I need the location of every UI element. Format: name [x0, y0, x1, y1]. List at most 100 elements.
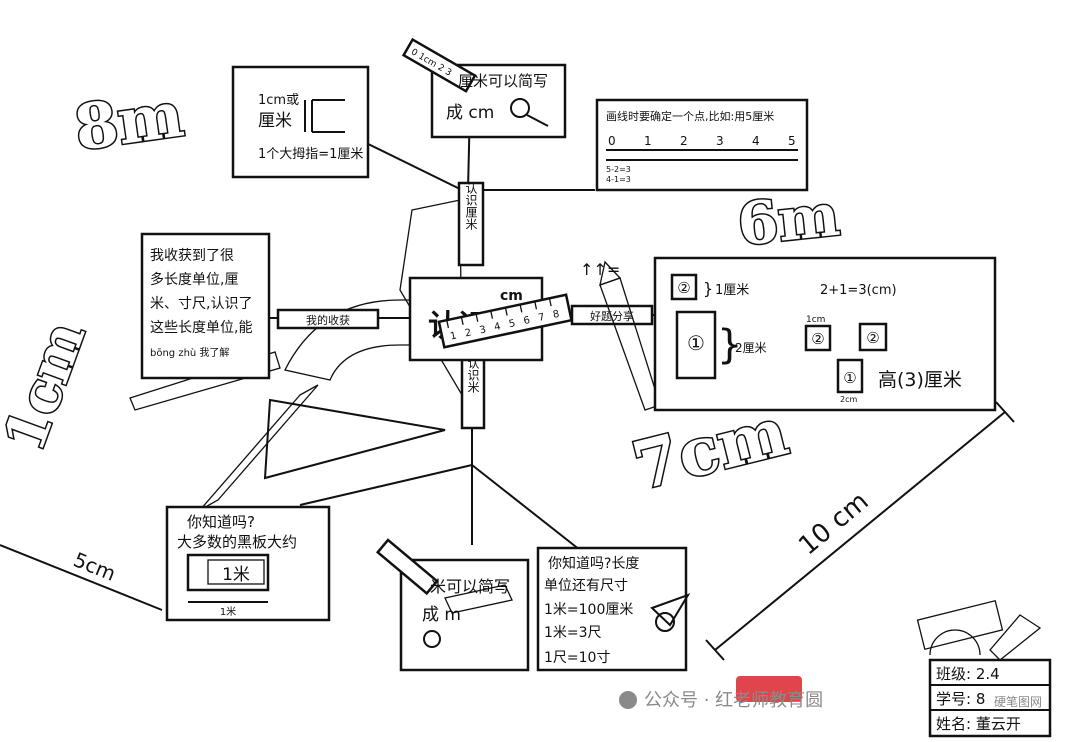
- magnifier-handle: [526, 114, 549, 127]
- set-square-icon: [650, 593, 691, 627]
- box-left-line: 我收获到了很: [150, 248, 234, 264]
- wechat-icon: [619, 691, 637, 709]
- brace-2: }: [717, 322, 742, 368]
- box-right-answer: 高(3)厘米: [878, 369, 962, 391]
- branch-right-group: 好题分享: [570, 304, 654, 326]
- tick-10cm-b: [995, 401, 1015, 423]
- box-bottom-right: 你知道吗?长度 单位还有尺寸 1米=100厘米 1米=3尺 1尺=10寸: [536, 546, 691, 672]
- box-bottom-mid: 米可以简写 成 m: [375, 538, 530, 672]
- center-ruler-number: 7: [537, 312, 546, 324]
- box-right-top-label: 1厘米: [715, 283, 749, 298]
- watermark: 公众号 · 红老师教育圆 硬笔图网: [619, 690, 1042, 711]
- box-right-circle1-small: ①: [843, 369, 856, 387]
- box-top-left-line1: 1cm或: [258, 93, 299, 108]
- box-bottom-right-line5: 1尺=10寸: [544, 650, 610, 666]
- brace-1: }: [703, 279, 713, 298]
- box-top-mid: 0 1cm 2 3 厘米可以简写 成 cm: [401, 37, 567, 139]
- box-top-right-note2: 4-1=3: [606, 175, 631, 184]
- branch-top-label: 认识厘米: [464, 182, 478, 230]
- branch-left-group: 我的收获: [276, 308, 380, 330]
- box-right-equation: 2+1=3(cm): [820, 283, 897, 298]
- branch-left-label: 我的收获: [306, 313, 350, 327]
- tick-10cm-a: [705, 639, 725, 661]
- branch-left-box: [276, 308, 380, 330]
- line-5cm: [0, 544, 163, 611]
- info-card: 班级: 2.4 学号: 8 姓名: 董云开: [916, 599, 1052, 738]
- box-left-line: 多长度单位,厘: [150, 271, 238, 288]
- center-ruler-tick: [534, 301, 538, 310]
- box-bottom-left-line1: 你知道吗?: [187, 513, 255, 531]
- info-card-ruler: [916, 599, 1004, 651]
- box-top-left-bracket: [304, 99, 345, 133]
- watermark-text: 公众号 · 红老师教育圆: [644, 690, 823, 711]
- triangle-ruler-decoration: [263, 398, 446, 480]
- box-top-right-tick-label: 5: [788, 134, 796, 148]
- center-ruler-number: 3: [479, 324, 488, 336]
- box-top-left: 1cm或 厘米 1个大拇指=1厘米: [231, 65, 370, 179]
- center-ruler-number: 6: [523, 315, 532, 327]
- box-right-circle2-right: ②: [866, 329, 879, 347]
- box-top-right-title: 画线时要确定一个点,比如:用5厘米: [606, 109, 774, 123]
- box-bottom-right-line4: 1米=3尺: [544, 625, 602, 641]
- pencil-decoration: ↑↑=: [580, 260, 661, 411]
- pencil-marks: ↑↑=: [580, 260, 620, 279]
- info-card-number: 学号: 8: [936, 690, 985, 708]
- center-ruler-tick: [548, 298, 552, 307]
- box-top-right-tick-label: 4: [752, 134, 760, 148]
- box-bottom-mid-line2: 成 m: [422, 605, 461, 625]
- box-left-line: bōng zhù 我了解: [150, 346, 229, 359]
- center-ruler-tick: [519, 304, 523, 313]
- bottom-mid-pencil: [444, 584, 513, 614]
- label-10cm: 10 cm: [793, 486, 874, 561]
- box-left-line: 这些长度单位,能: [150, 319, 252, 336]
- box-bottom-left-bar-label: 1米: [220, 605, 236, 618]
- box-right-small2: 2cm: [840, 395, 857, 404]
- box-right-circle2-mid: ②: [811, 330, 824, 348]
- magnifier-icon-bottom: [423, 630, 441, 648]
- box-bottom-left-line2: 大多数的黑板大约: [177, 533, 297, 551]
- magnifier-icon: [510, 98, 530, 118]
- center-ruler-number: 5: [508, 318, 517, 330]
- box-top-left-line2: 厘米: [258, 111, 292, 131]
- info-card-pencil: [989, 614, 1042, 661]
- box-bottom-left: 你知道吗? 大多数的黑板大约 1米 1米: [165, 505, 331, 622]
- box-bottom-mid-line1: 米可以简写: [430, 577, 510, 596]
- box-top-mid-line2: 成 cm: [446, 103, 494, 123]
- box-right-circle2-top: ②: [677, 279, 690, 297]
- center-ruler-tick: [504, 307, 508, 316]
- line-10cm: [714, 411, 1006, 651]
- label-8m: 8m: [70, 77, 188, 164]
- branch-right-box: [570, 304, 654, 326]
- bottom-mid-ruler: [375, 538, 439, 596]
- label-1cm: 1cm: [0, 313, 98, 460]
- box-bottom-left-inner: 1米: [222, 565, 250, 585]
- center-ruler-number: 1: [449, 331, 458, 343]
- ruler-decoration-left: [199, 384, 319, 511]
- box-top-right-tick-label: 2: [680, 134, 688, 148]
- center-ruler-tick: [460, 316, 464, 325]
- box-left-line: 米、寸尺,认识了: [150, 296, 252, 312]
- label-5cm: 5cm: [70, 547, 119, 585]
- info-card-name: 姓名: 董云开: [936, 715, 1021, 733]
- box-top-right-tick-label: 3: [716, 134, 724, 148]
- center-ruler-tick: [446, 319, 450, 329]
- branch-top-box: [457, 181, 485, 267]
- center-ruler-number: 8: [552, 309, 561, 321]
- branch-bottom-group: 认识米: [460, 357, 486, 430]
- box-top-right-tick-label: 0: [608, 134, 616, 148]
- box-bottom-right-line1: 你知道吗?长度: [548, 555, 639, 572]
- box-top-left-line3: 1个大拇指=1厘米: [258, 147, 363, 162]
- box-right-small1: 1cm: [806, 315, 825, 325]
- box-bottom-right-line3: 1米=100厘米: [544, 602, 633, 618]
- center-ruler-tick: [490, 310, 494, 319]
- info-card-class: 班级: 2.4: [936, 665, 1000, 683]
